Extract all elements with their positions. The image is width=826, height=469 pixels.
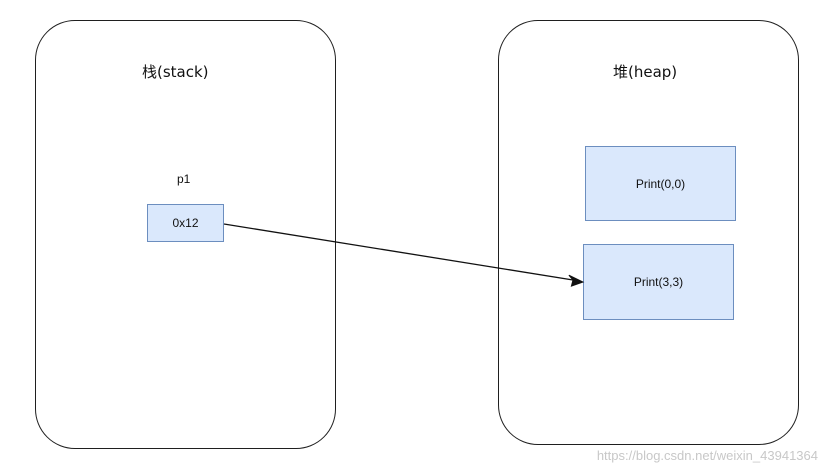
- heap-object-label: Print(3,3): [633, 275, 684, 289]
- heap-object-box: Print(0,0): [585, 146, 736, 221]
- pointer-value: 0x12: [172, 216, 199, 230]
- heap-title: 堆(heap): [613, 63, 678, 81]
- heap-panel: [498, 20, 799, 445]
- pointer-box: 0x12: [147, 204, 224, 242]
- variable-label-p1: p1: [177, 172, 191, 186]
- heap-object-label: Print(0,0): [635, 176, 686, 191]
- watermark: https://blog.csdn.net/weixin_43941364: [596, 448, 818, 463]
- heap-object-box: Print(3,3): [583, 244, 734, 320]
- stack-title: 栈(stack): [142, 63, 209, 81]
